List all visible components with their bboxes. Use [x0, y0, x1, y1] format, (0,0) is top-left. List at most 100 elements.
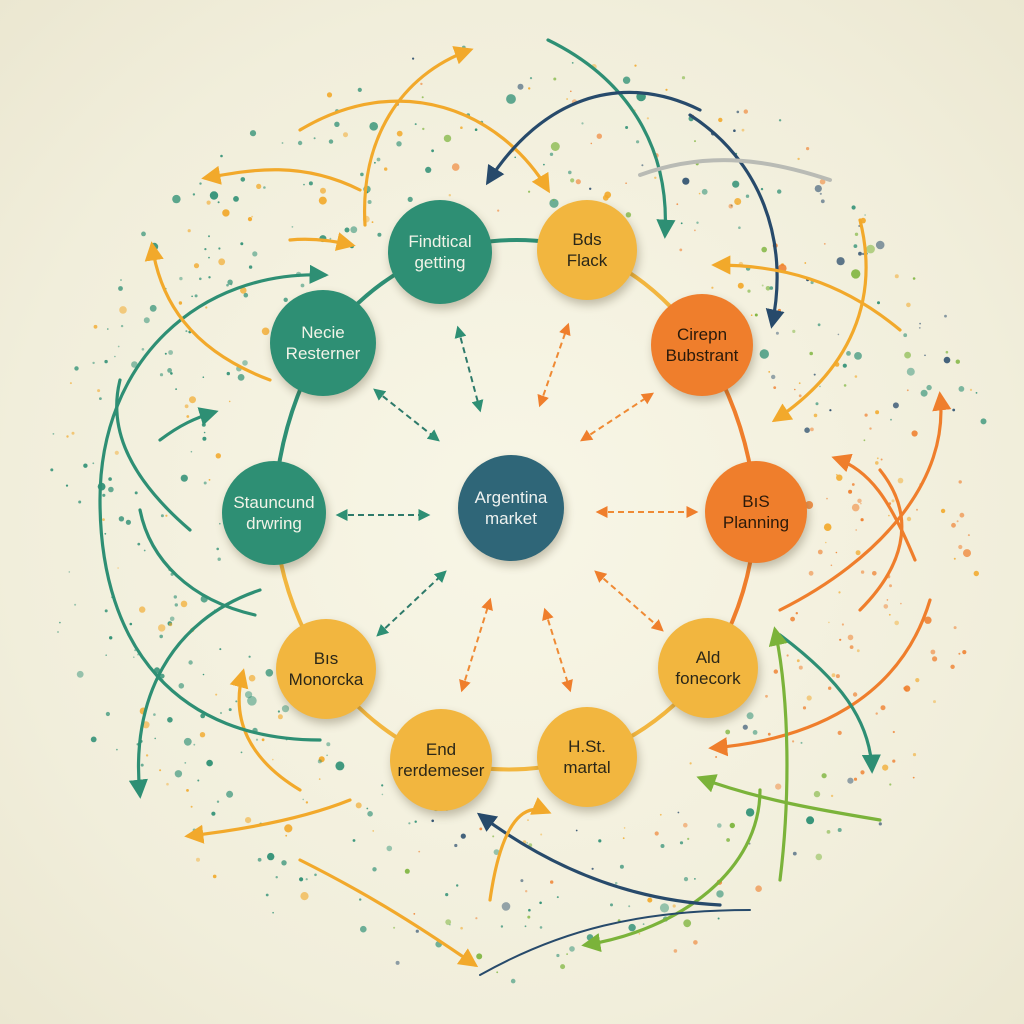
scatter-dot — [858, 251, 862, 256]
scatter-dot — [660, 844, 665, 848]
scatter-dot — [102, 518, 105, 521]
outer-arrow — [479, 909, 751, 976]
scatter-dot — [794, 388, 796, 391]
scatter-dot — [215, 453, 221, 459]
scatter-dot — [367, 200, 372, 204]
scatter-dot — [861, 252, 865, 256]
scatter-dot — [134, 491, 138, 495]
scatter-dot — [357, 87, 362, 92]
scatter-dot — [313, 137, 316, 140]
scatter-dot — [819, 192, 822, 195]
scatter-dot — [760, 187, 764, 191]
scatter-dot — [317, 759, 322, 764]
scatter-dot — [245, 817, 252, 824]
spoke-arrow — [542, 607, 573, 693]
node-label: H.St. — [568, 736, 606, 756]
scatter-dot — [141, 348, 145, 351]
outer-arrow — [638, 158, 832, 182]
scatter-dot — [906, 367, 915, 376]
scatter-dot — [897, 477, 904, 484]
scatter-dot — [118, 286, 123, 291]
scatter-dot — [206, 200, 211, 205]
scatter-dot — [281, 142, 284, 144]
scatter-dot — [218, 258, 226, 266]
scatter-dot — [596, 133, 602, 139]
scatter-dot — [202, 436, 207, 441]
scatter-dot — [265, 893, 269, 897]
scatter-dot — [208, 479, 211, 481]
scatter-dot — [851, 503, 860, 512]
scatter-dot — [889, 783, 892, 786]
scatter-dot — [497, 209, 500, 212]
scatter-dot — [208, 256, 210, 259]
node-label: Resterner — [285, 344, 361, 363]
scatter-dot — [726, 838, 730, 842]
scatter-dot — [125, 519, 131, 525]
scatter-dot — [733, 129, 736, 132]
scatter-dot — [226, 283, 229, 287]
scatter-dot — [431, 149, 434, 153]
scatter-dot — [191, 295, 193, 298]
scatter-dot — [915, 678, 920, 683]
scatter-dot — [771, 374, 776, 380]
scatter-dot — [251, 215, 254, 218]
scatter-dot — [133, 656, 135, 658]
scatter-dot — [92, 361, 95, 365]
scatter-dot — [131, 361, 138, 368]
scatter-dot — [876, 457, 879, 460]
scatter-dot — [821, 773, 827, 779]
scatter-dot — [849, 645, 854, 649]
scatter-dot — [679, 248, 683, 252]
scatter-dot — [958, 386, 965, 392]
scatter-dot — [552, 199, 555, 202]
scatter-dot — [216, 800, 220, 803]
outer-arrows — [98, 38, 952, 976]
scatter-dot — [790, 616, 795, 622]
scatter-dot — [869, 427, 872, 430]
scatter-dot — [681, 76, 686, 80]
scatter-dot — [878, 822, 882, 826]
scatter-dot — [742, 724, 748, 730]
scatter-dot — [104, 609, 108, 613]
scatter-dot — [159, 769, 162, 772]
scatter-dot — [209, 191, 219, 200]
outer-arrow — [858, 468, 904, 612]
scatter-dot — [66, 435, 69, 438]
scatter-dot — [425, 166, 432, 173]
scatter-dot — [837, 730, 842, 736]
scatter-dot — [854, 232, 859, 236]
scatter-dot — [846, 351, 851, 356]
scatter-dot — [943, 356, 951, 364]
scatter-dot — [212, 874, 217, 879]
scatter-dot — [281, 860, 287, 866]
scatter-dot — [395, 960, 400, 965]
scatter-dot — [240, 751, 243, 754]
scatter-dot — [711, 286, 714, 289]
scatter-dot — [50, 468, 54, 472]
scatter-dot — [945, 350, 949, 354]
scatter-dot — [883, 604, 889, 609]
scatter-dot — [906, 302, 911, 308]
scatter-dot — [445, 919, 452, 925]
scatter-dot — [496, 971, 499, 974]
scatter-dot — [104, 359, 108, 364]
scatter-dot — [823, 243, 826, 245]
scatter-dot — [188, 660, 193, 665]
scatter-dot — [187, 229, 191, 233]
scatter-dot — [393, 926, 396, 929]
scatter-dot — [184, 404, 189, 409]
scatter-dot — [581, 122, 584, 125]
scatter-dot — [248, 655, 251, 658]
scatter-dot — [863, 439, 866, 442]
scatter-dot — [800, 741, 803, 744]
scatter-dot — [116, 748, 118, 751]
outer-arrow — [138, 508, 257, 617]
scatter-dot — [625, 126, 629, 129]
scatter-dot — [654, 831, 659, 836]
outer-arrow — [184, 798, 352, 844]
scatter-dot — [168, 350, 174, 355]
scatter-dot — [109, 636, 113, 640]
scatter-dot — [329, 237, 332, 240]
scatter-dot — [240, 242, 244, 246]
